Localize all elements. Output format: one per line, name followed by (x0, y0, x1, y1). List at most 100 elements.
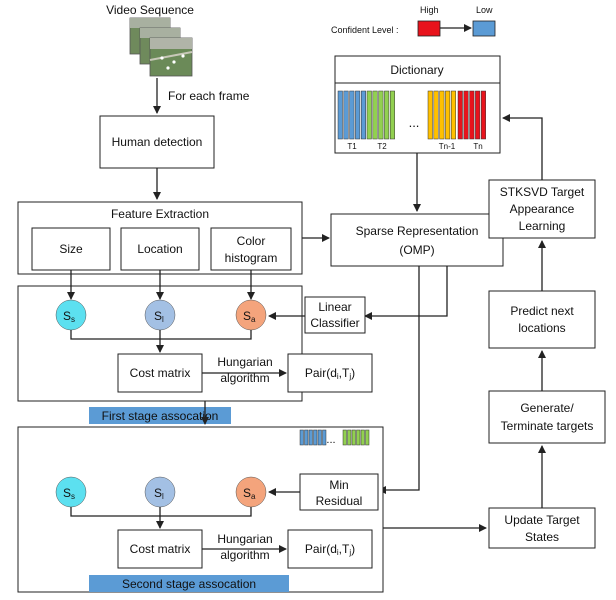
size-feature-label: Size (59, 242, 83, 256)
legend-high-swatch (417, 20, 441, 37)
atom-bar (445, 90, 451, 140)
atom-bar (322, 429, 327, 446)
atom-bar (337, 90, 343, 140)
dictionary-atoms (337, 90, 486, 140)
score-sa-label-2: Sa (243, 486, 256, 501)
predict-label-1: Predict next (510, 304, 574, 318)
update-box (488, 507, 596, 549)
atom-bar (480, 90, 486, 140)
atom-bar (457, 90, 463, 140)
dictionary-ellipsis: ... (409, 115, 420, 130)
atom-bar (347, 429, 352, 446)
color-histogram-label-1: Color (237, 234, 266, 248)
atom-bar (372, 90, 378, 140)
stksvd-label-2: Appearance (510, 202, 575, 216)
hungarian-label-2b: algorithm (220, 548, 269, 562)
video-sequence-title: Video Sequence (106, 3, 194, 17)
color-histogram-box (210, 227, 292, 271)
score-sl-label-2: Sl (154, 486, 164, 501)
atom-bar (463, 90, 469, 140)
residual-ellipsis: ... (326, 434, 335, 446)
score-ss-label-1: Ss (63, 309, 75, 324)
atom-bar (433, 90, 439, 140)
sparse-representation-box (330, 213, 504, 267)
linear-classifier-box (304, 296, 366, 334)
atom-bar (343, 90, 349, 140)
location-feature-box (120, 227, 200, 271)
second-stage-label-bar (89, 575, 289, 592)
cost-matrix-label-1: Cost matrix (130, 366, 191, 380)
residual-atoms (299, 429, 370, 446)
atom-bar (313, 429, 318, 446)
connector-scores-1 (70, 330, 252, 340)
predict-box (488, 290, 596, 349)
pair-box-2 (287, 529, 373, 569)
predict-label-2: locations (518, 321, 565, 335)
for-each-frame-label: For each frame (168, 89, 250, 103)
human-detection-label: Human detection (112, 135, 203, 149)
atom-bar (317, 429, 322, 446)
sparse-representation-label-1: Sparse Representation (356, 224, 479, 238)
first-stage-label-bar (89, 407, 231, 424)
atom-bar (351, 429, 356, 446)
stksvd-box (488, 179, 596, 239)
hungarian-label-1a: Hungarian (217, 355, 272, 369)
stksvd-label-1: STKSVD Target (500, 185, 585, 199)
cost-matrix-label-2: Cost matrix (130, 542, 191, 556)
arrow-sparse-to-residual (378, 266, 420, 494)
atom-bar (439, 90, 445, 140)
first-stage-label: First stage assocation (102, 409, 219, 423)
score-ss-label-2: Ss (63, 486, 75, 501)
dictionary-label-t2: T2 (377, 142, 387, 151)
dictionary-label-t1: T1 (347, 142, 357, 151)
arrow-sparse-to-classifier (364, 266, 448, 320)
pair-box-1 (287, 353, 373, 393)
location-feature-label: Location (137, 242, 182, 256)
atom-bar (389, 90, 395, 140)
atom-bar (360, 429, 365, 446)
human-detection-box (99, 115, 215, 169)
atom-bar (360, 90, 366, 140)
atom-bar (342, 429, 347, 446)
dictionary-title: Dictionary (390, 63, 443, 77)
generate-box (488, 390, 606, 444)
dictionary-label-tn: Tn (473, 142, 482, 151)
legend-high-label: High (420, 5, 439, 15)
cost-matrix-box-1 (117, 353, 203, 393)
sparse-representation-label-2: (OMP) (399, 243, 434, 257)
generate-label-2: Terminate targets (501, 419, 594, 433)
update-label-2: States (525, 530, 559, 544)
legend-low-label: Low (476, 5, 493, 15)
min-residual-label-1: Min (329, 478, 348, 492)
atom-bar (299, 429, 304, 446)
atom-bar (378, 90, 384, 140)
hungarian-label-2a: Hungarian (217, 532, 272, 546)
score-sl-label-1: Sl (154, 309, 164, 324)
connector-scores-2 (70, 507, 252, 517)
feature-extraction-title: Feature Extraction (111, 207, 209, 221)
atom-bar (450, 90, 456, 140)
linear-classifier-label-2: Classifier (310, 316, 359, 330)
atom-bar (349, 90, 355, 140)
min-residual-box (299, 473, 379, 511)
atom-bar (427, 90, 433, 140)
atom-bar (475, 90, 481, 140)
arrow-stksvd-to-dictionary (502, 114, 543, 180)
atom-bar (304, 429, 309, 446)
atom-bar (355, 90, 361, 140)
second-stage-label: Second stage assocation (122, 577, 256, 591)
atom-bar (384, 90, 390, 140)
confident-level-label: Confident Level : (331, 25, 399, 35)
atom-bar (308, 429, 313, 446)
pair-label-1: Pair(di,Tj) (305, 366, 355, 381)
atom-bar (356, 429, 361, 446)
atom-bar (365, 429, 370, 446)
min-residual-label-2: Residual (316, 494, 363, 508)
pair-label-2: Pair(di,Tj) (305, 542, 355, 557)
linear-classifier-label-1: Linear (318, 300, 351, 314)
score-sa-label-1: Sa (243, 309, 256, 324)
update-label-1: Update Target (504, 513, 580, 527)
video-frames-image (129, 17, 193, 77)
dictionary-label-tn-1: Tn-1 (439, 142, 456, 151)
